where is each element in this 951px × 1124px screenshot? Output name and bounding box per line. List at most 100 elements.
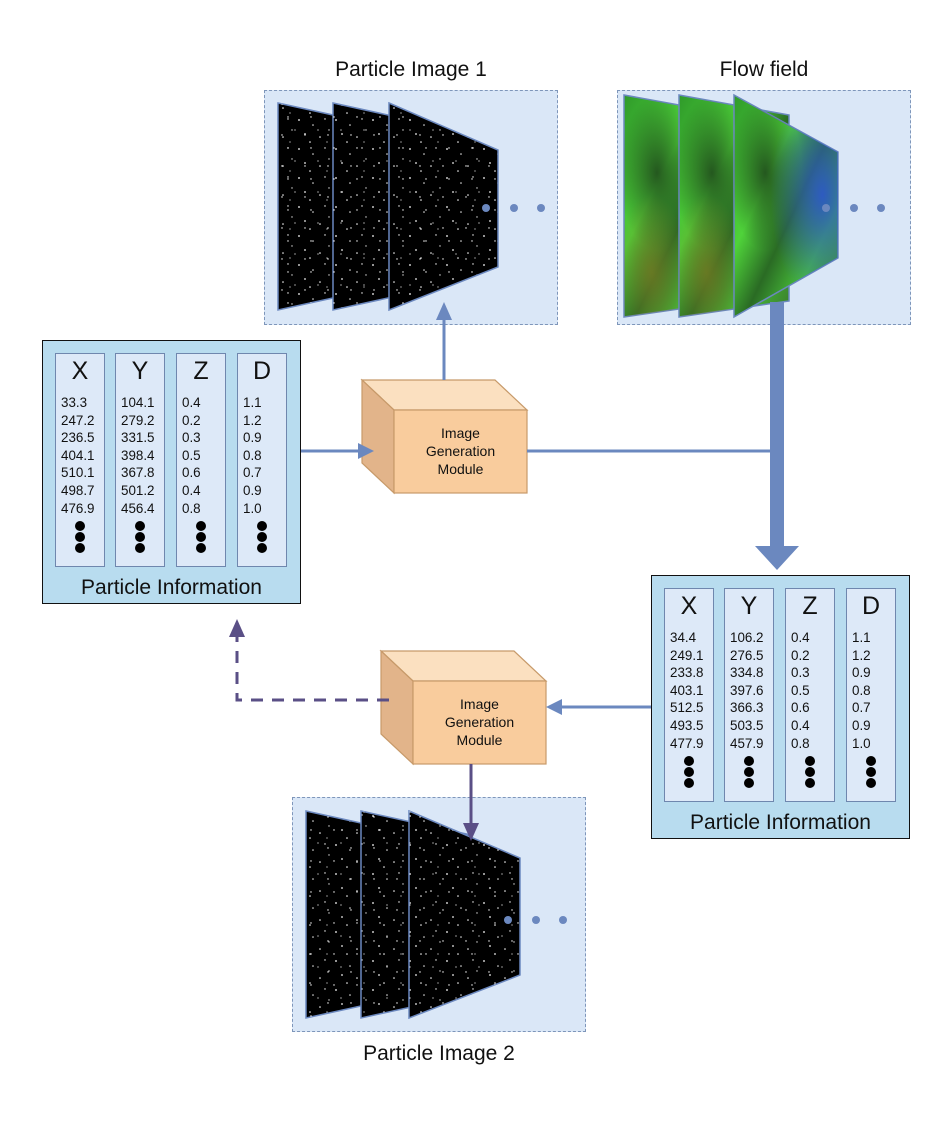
dot-icon	[75, 532, 85, 543]
column-header: D	[252, 357, 272, 385]
column-header: X	[71, 357, 89, 385]
ellipsis-dot-9	[559, 916, 567, 924]
dot-icon	[684, 756, 694, 767]
dot-icon	[196, 532, 206, 543]
continuation-dots	[238, 521, 286, 554]
arrow-info-to-module-2	[546, 699, 651, 715]
value-cell: 247.2	[61, 412, 95, 428]
value-cell: 0.4	[182, 482, 201, 498]
value-cell: 398.4	[121, 447, 155, 463]
column-header: Z	[193, 357, 209, 385]
dot-icon	[805, 778, 815, 789]
value-cell: 276.5	[730, 647, 764, 663]
value-cell: 498.7	[61, 482, 95, 498]
value-cell: 476.9	[61, 500, 95, 516]
ellipsis-dot-8	[532, 916, 540, 924]
dot-icon	[744, 767, 754, 778]
dot-icon	[135, 521, 145, 532]
ellipsis-dot-6	[877, 204, 885, 212]
module-2-line-2: Generation	[444, 714, 515, 730]
value-cell: 104.1	[121, 395, 155, 410]
continuation-dots	[116, 521, 164, 554]
column-header: D	[861, 592, 881, 620]
dot-icon	[257, 532, 267, 543]
value-cell: 34.4	[670, 630, 697, 645]
value-cell: 0.8	[243, 447, 262, 463]
value-cell: 0.2	[791, 647, 810, 663]
value-cell: 0.8	[182, 500, 201, 516]
particle-info-right-title: Particle Information	[690, 811, 871, 834]
value-cell: 0.9	[852, 717, 871, 733]
value-cell: 0.7	[852, 700, 871, 716]
ellipsis-dot-2	[510, 204, 518, 212]
dot-icon	[75, 543, 85, 554]
continuation-dots	[177, 521, 225, 554]
value-cell: 456.4	[121, 500, 155, 516]
value-cell: 397.6	[730, 682, 764, 698]
value-cell: 0.9	[243, 430, 262, 446]
dot-icon	[866, 756, 876, 767]
value-cell: 233.8	[670, 665, 704, 681]
particle-image-2-frames	[305, 809, 521, 1020]
value-cell: 249.1	[670, 647, 704, 663]
value-cell: 1.0	[852, 735, 871, 751]
value-cell: 0.7	[243, 465, 262, 481]
value-cell: 0.3	[791, 665, 810, 681]
dot-icon	[257, 521, 267, 532]
dot-icon	[805, 767, 815, 778]
value-cell: 493.5	[670, 717, 704, 733]
dot-icon	[684, 767, 694, 778]
dot-icon	[866, 767, 876, 778]
arrow-to-particle-image-1	[436, 302, 452, 380]
value-cell: 0.5	[182, 447, 201, 463]
dot-icon	[684, 778, 694, 789]
particle-image-2-caption: Particle Image 2	[363, 1042, 515, 1065]
value-cell: 477.9	[670, 735, 704, 751]
dot-icon	[196, 521, 206, 532]
value-cell: 0.8	[791, 735, 810, 751]
feedback-arrow-dashed	[229, 619, 389, 702]
ellipsis-dot-3	[537, 204, 545, 212]
module-1-label: Image Generation Module	[394, 424, 527, 478]
module-1-line-3: Module	[437, 461, 484, 477]
ellipsis-dot-7	[504, 916, 512, 924]
value-cell: 0.6	[791, 700, 810, 716]
value-cell: 512.5	[670, 700, 704, 716]
value-cell: 0.3	[182, 430, 201, 446]
ellipsis-dot-1	[482, 204, 490, 212]
value-cell: 503.5	[730, 717, 764, 733]
module-2-line-1: Image	[460, 696, 499, 712]
column-header: Y	[131, 357, 149, 385]
dot-icon	[196, 543, 206, 554]
value-cell: 0.5	[791, 682, 810, 698]
value-cell: 0.4	[182, 395, 201, 410]
continuation-dots	[847, 756, 895, 789]
value-cell: 367.8	[121, 465, 155, 481]
module-1-line-1: Image	[441, 425, 480, 441]
value-cell: 457.9	[730, 735, 764, 751]
value-cell: 1.1	[243, 395, 262, 410]
value-cell: 1.1	[852, 630, 871, 645]
particle-image-1-caption: Particle Image 1	[335, 58, 487, 81]
dot-icon	[75, 521, 85, 532]
value-cell: 366.3	[730, 700, 764, 716]
column-header: Y	[740, 592, 758, 620]
module-2-label: Image Generation Module	[413, 695, 546, 749]
value-cell: 0.4	[791, 717, 810, 733]
dot-icon	[866, 778, 876, 789]
value-cell: 279.2	[121, 412, 155, 428]
column-header: Z	[802, 592, 818, 620]
dot-icon	[805, 756, 815, 767]
arrow-info-to-module-1	[301, 443, 374, 459]
